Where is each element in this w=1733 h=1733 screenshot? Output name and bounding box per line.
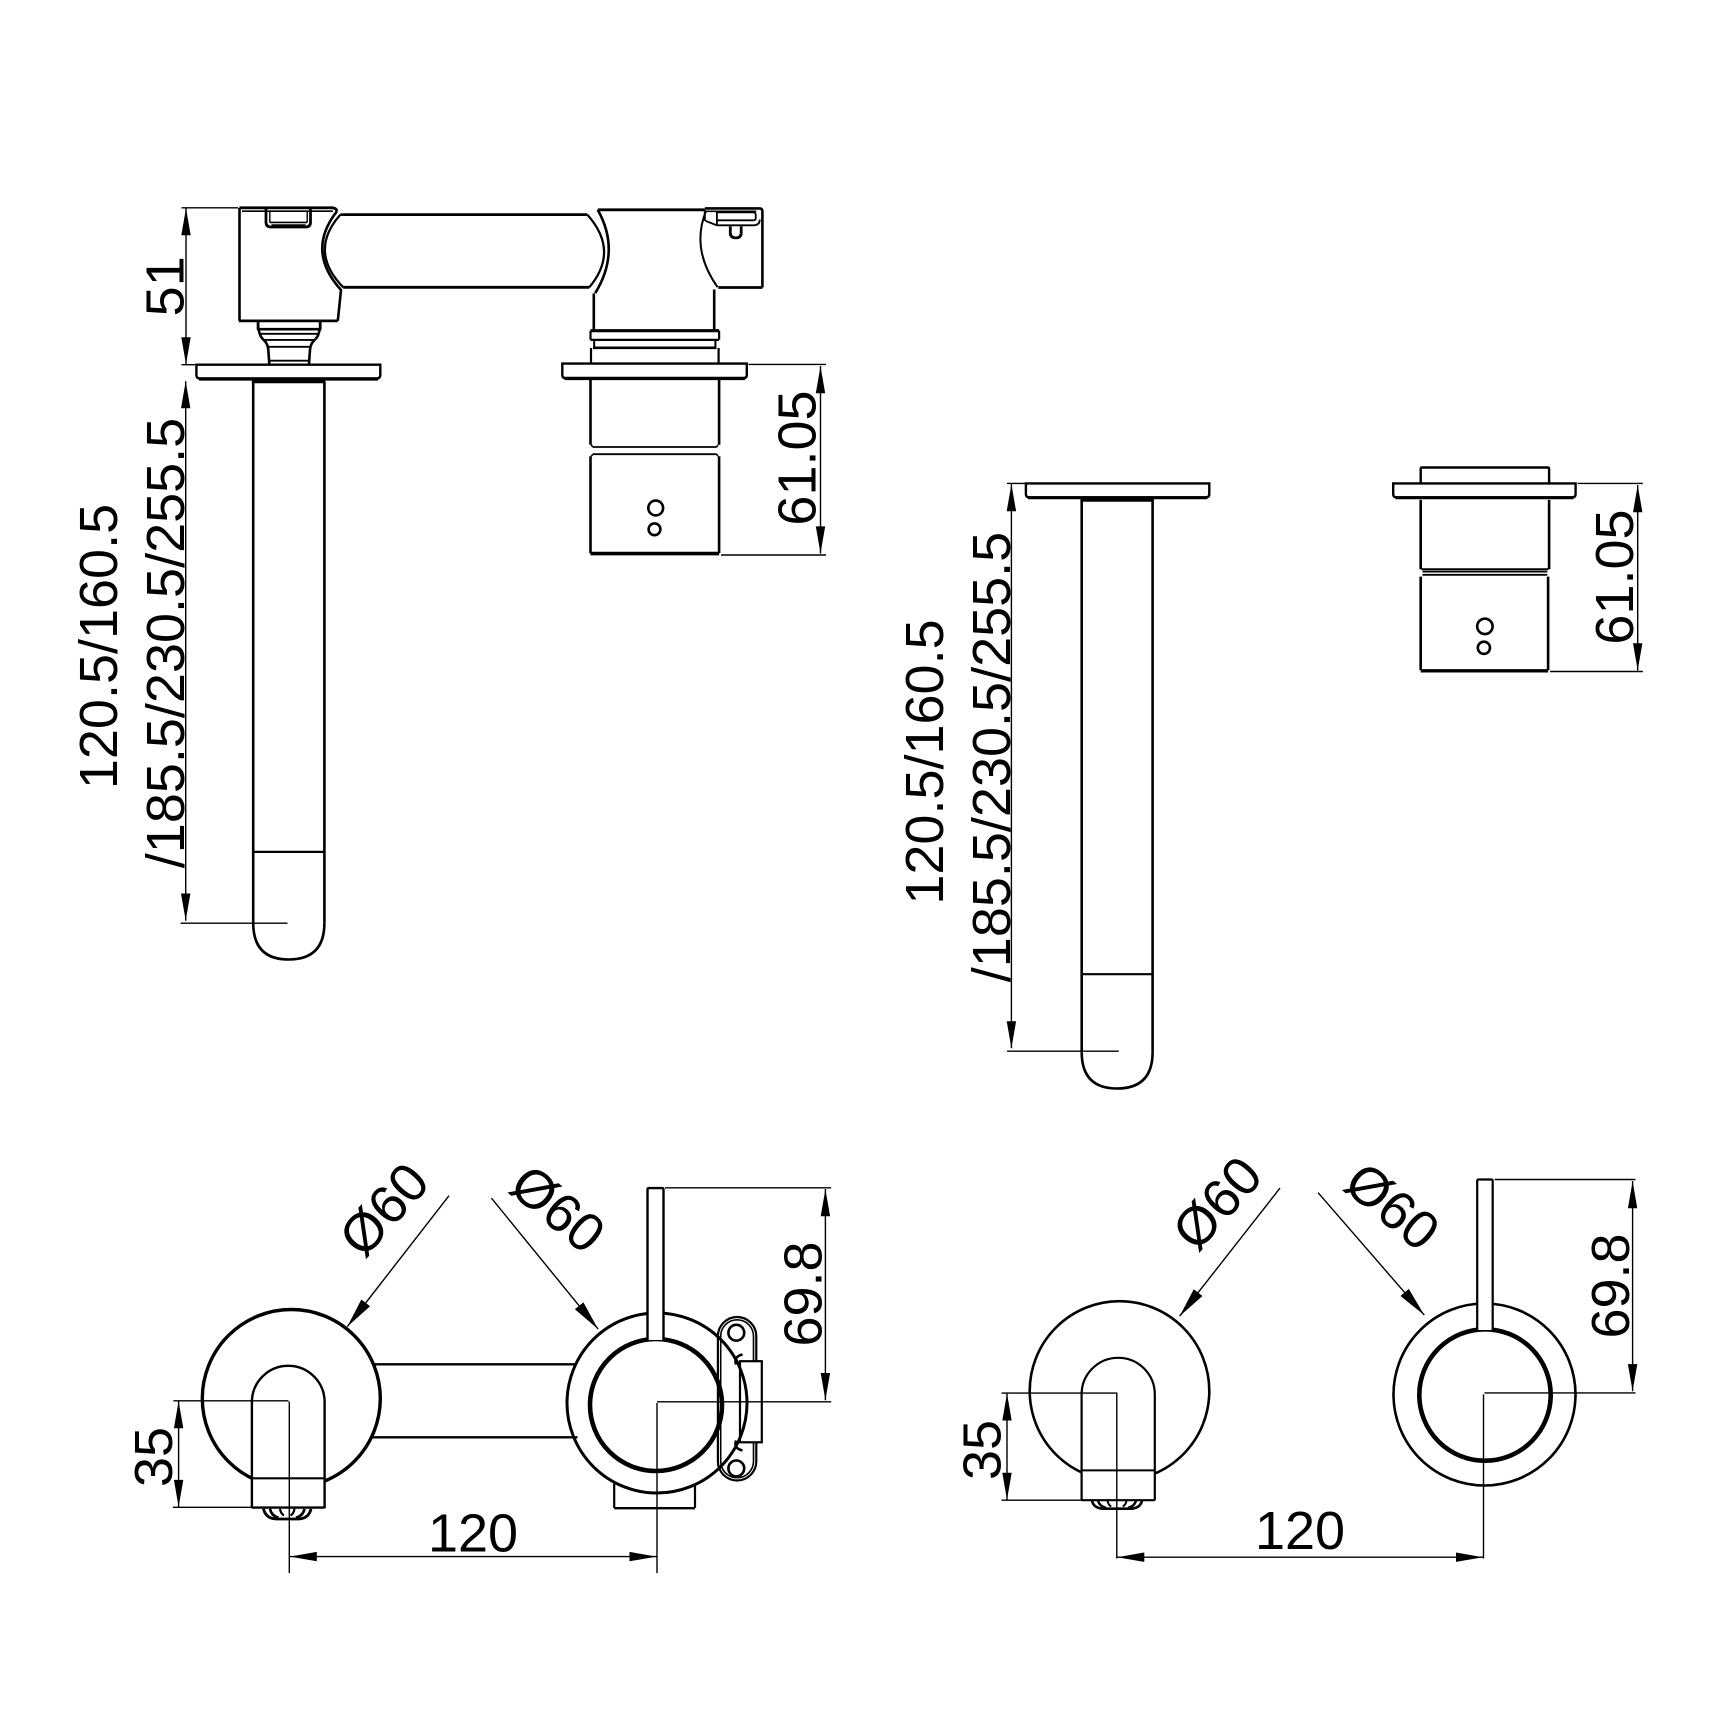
svg-text:61.05: 61.05 (1585, 509, 1645, 644)
svg-text:69.8: 69.8 (1581, 1233, 1641, 1338)
svg-text:35: 35 (953, 1420, 1013, 1480)
svg-text:120.5/160.5: 120.5/160.5 (69, 504, 129, 789)
svg-text:120: 120 (428, 1503, 518, 1563)
svg-text:51: 51 (136, 256, 196, 316)
svg-text:35: 35 (124, 1427, 184, 1487)
svg-text:/185.5/230.5/255.5: /185.5/230.5/255.5 (136, 418, 196, 868)
svg-text:120.5/160.5: 120.5/160.5 (895, 619, 955, 904)
svg-text:61.05: 61.05 (768, 390, 828, 525)
svg-text:69.8: 69.8 (774, 1241, 834, 1346)
svg-text:/185.5/230.5/255.5: /185.5/230.5/255.5 (962, 532, 1022, 982)
svg-text:120: 120 (1255, 1501, 1345, 1561)
